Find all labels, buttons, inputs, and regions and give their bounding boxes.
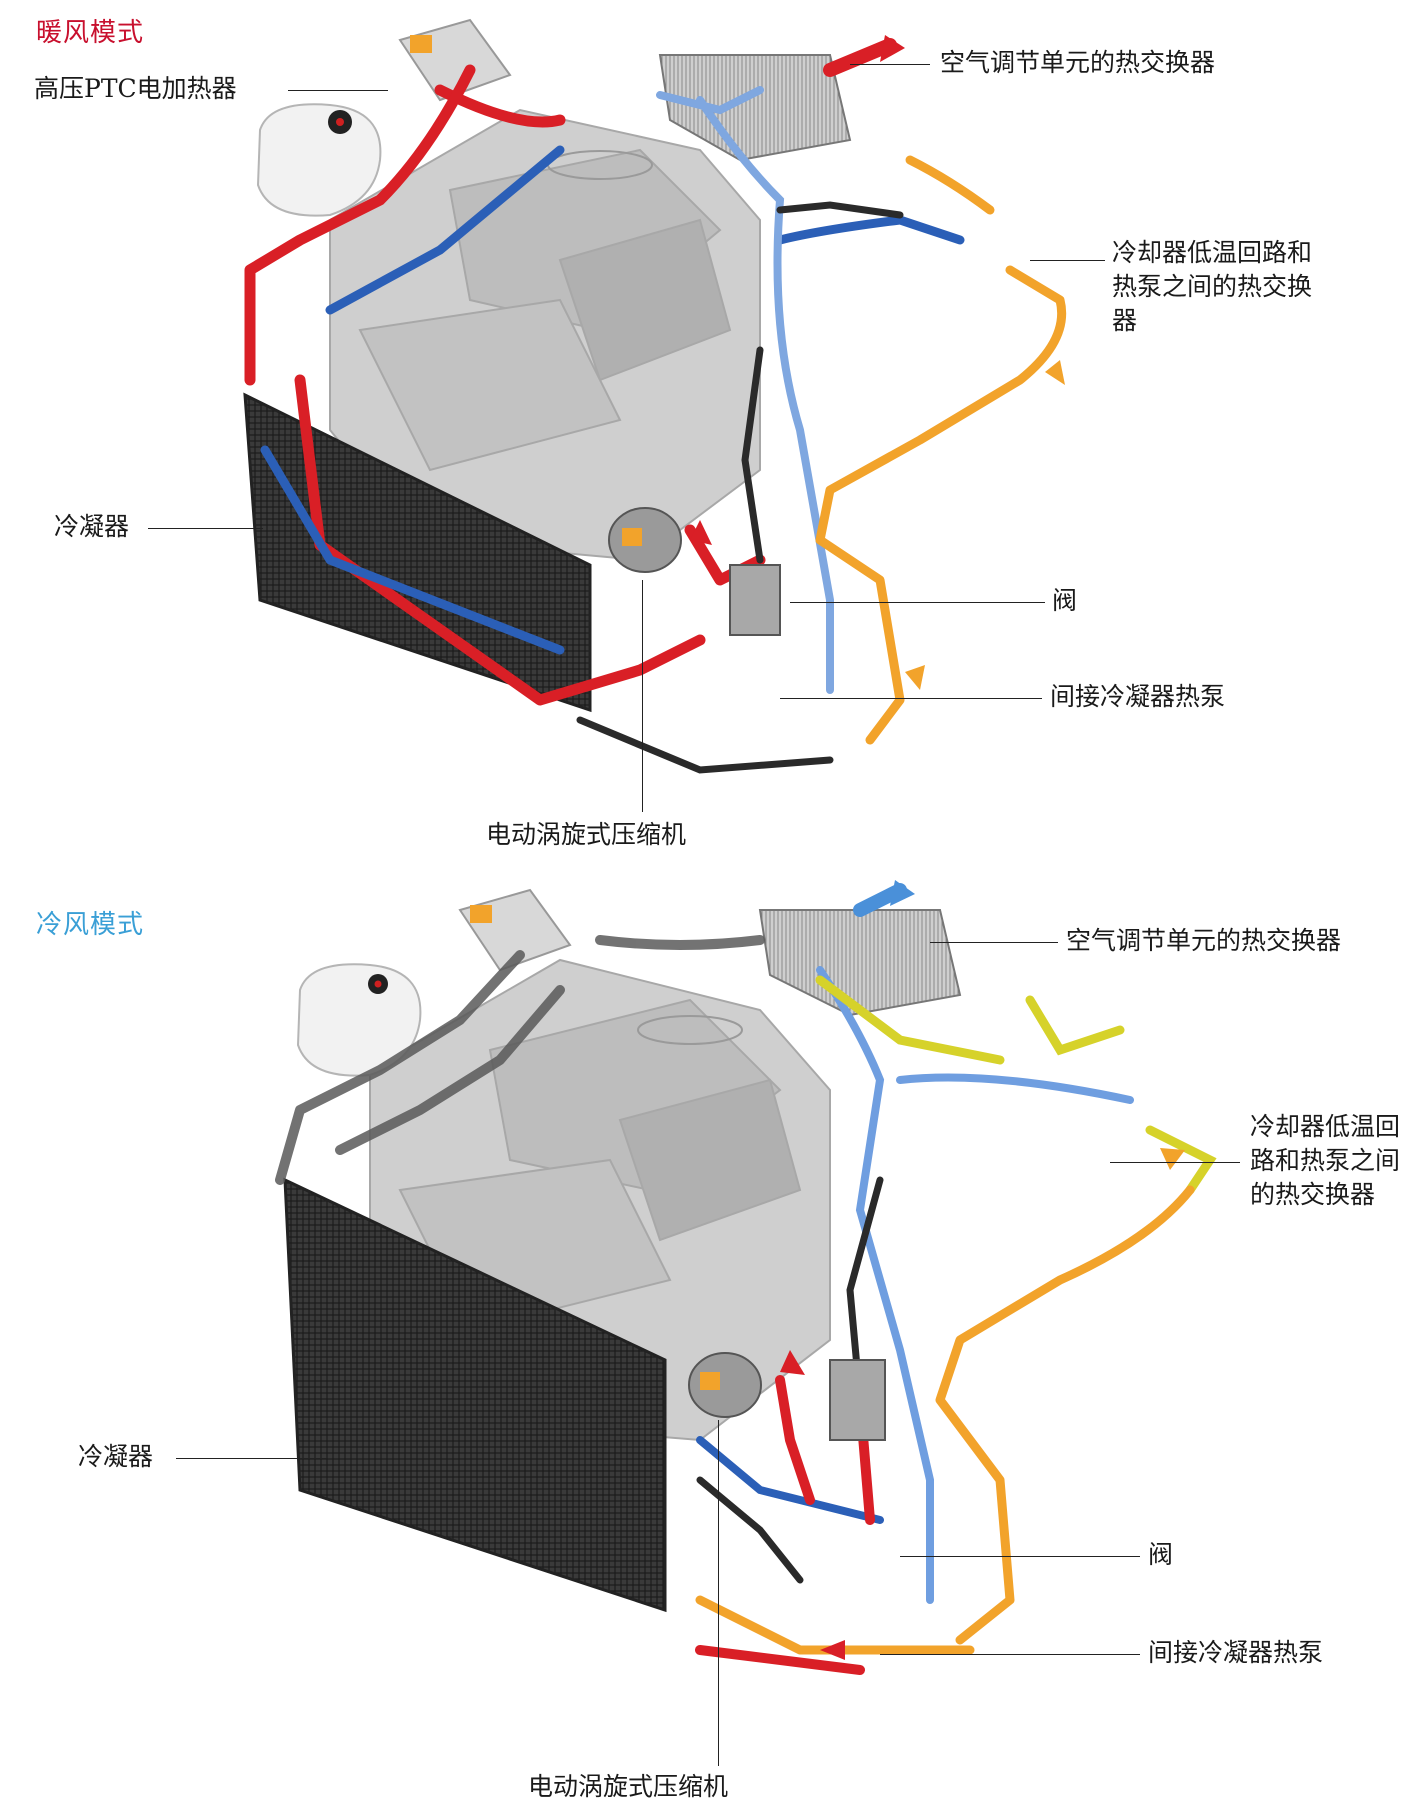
hvac-exchanger-shape <box>758 909 962 1017</box>
valve-label: 阀 <box>1052 586 1078 615</box>
condenser-leader <box>148 528 263 529</box>
hvac-exchanger-leader <box>850 64 930 65</box>
compressor-leader <box>718 1420 719 1766</box>
condenser-label: 冷凝器 <box>54 512 130 541</box>
ptc-heater-leader <box>288 90 388 91</box>
compressor-leader <box>642 580 643 812</box>
compressor-shape <box>608 507 682 573</box>
chiller-exchanger-leader <box>1030 260 1105 261</box>
cooling-mode-panel: 冷风模式 空气调节单元的热交换器 冷却器低温回路和热泵之间的热交换器 冷凝器 阀… <box>0 880 1426 1801</box>
cooling-mode-title: 冷风模式 <box>36 910 145 940</box>
chiller-exchanger-label: 冷却器低温回路和热泵之间的热交换器 <box>1112 238 1313 335</box>
hvac-exchanger-label: 空气调节单元的热交换器 <box>1066 926 1342 955</box>
engine-block <box>329 108 761 562</box>
condenser-label: 冷凝器 <box>78 1442 154 1471</box>
heating-mode-illustration <box>243 18 1067 774</box>
valve-shape <box>829 1359 886 1441</box>
compressor-label: 电动涡旋式压缩机 <box>486 820 687 849</box>
valve-shape <box>729 564 781 636</box>
condenser-shape <box>283 1177 667 1613</box>
coolant-reservoir-shape <box>256 103 382 217</box>
ptc-heater-label: 高压PTC电加热器 <box>34 74 237 103</box>
chiller-exchanger-leader <box>1110 1162 1240 1163</box>
compressor-shape <box>688 1352 762 1418</box>
valve-leader <box>900 1556 1140 1557</box>
cooling-mode-illustration <box>275 880 1217 1675</box>
hvac-exchanger-label: 空气调节单元的热交换器 <box>940 48 1216 77</box>
indirect-condenser-label: 间接冷凝器热泵 <box>1148 1638 1324 1667</box>
compressor-label: 电动涡旋式压缩机 <box>528 1772 729 1801</box>
heating-mode-title: 暖风模式 <box>36 18 145 48</box>
ptc-heater-shape <box>458 888 572 972</box>
coolant-reservoir-shape <box>296 963 422 1077</box>
chiller-exchanger-label: 冷却器低温回路和热泵之间的热交换器 <box>1250 1112 1401 1209</box>
ptc-heater-shape <box>398 18 512 102</box>
heating-mode-panel: 暖风模式 高压PTC电加热器 空气调节单元的热交换器 冷却器低温回路和热泵之间的… <box>34 18 1313 849</box>
indirect-condenser-label: 间接冷凝器热泵 <box>1050 682 1226 711</box>
hvac-exchanger-shape <box>658 54 852 162</box>
indirect-condenser-leader <box>880 1654 1140 1655</box>
hvac-exchanger-leader <box>930 942 1058 943</box>
valve-label: 阀 <box>1148 1540 1174 1569</box>
condenser-leader <box>176 1458 326 1459</box>
indirect-condenser-leader <box>780 698 1042 699</box>
valve-leader <box>790 602 1045 603</box>
